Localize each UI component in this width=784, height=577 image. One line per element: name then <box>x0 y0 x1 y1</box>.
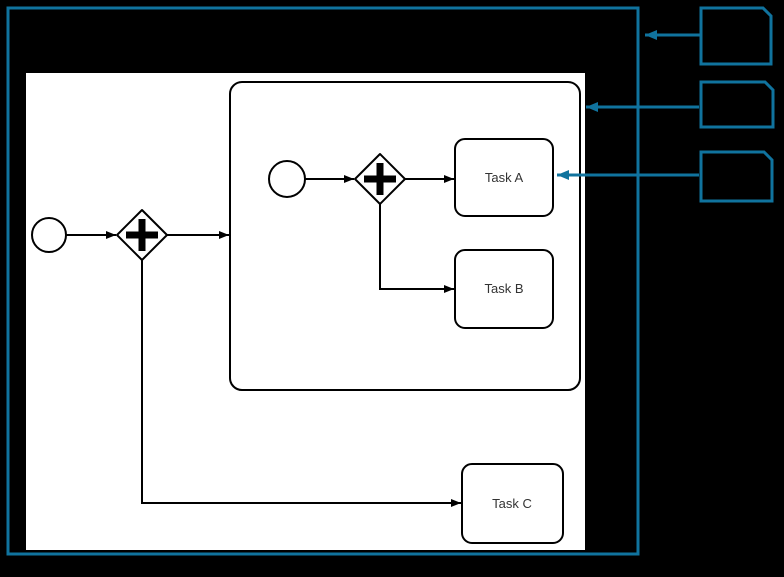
task-c <box>461 463 564 544</box>
annotation-card-bottom <box>699 150 774 203</box>
task-b-label: Task B <box>484 281 523 296</box>
plus-icon <box>126 219 158 251</box>
sequence-flow-gateway-to-task-c <box>141 260 461 507</box>
task-b <box>454 249 554 329</box>
subprocess <box>229 81 581 391</box>
task-a-label: Task A <box>485 170 524 185</box>
annotation-card-top <box>699 6 773 66</box>
start-event-outer <box>31 217 67 253</box>
task-c-label: Task C <box>492 496 532 511</box>
task-a <box>454 138 554 217</box>
annotation-card-middle <box>699 80 775 129</box>
sequence-flow-gateway-to-task-b <box>379 204 454 293</box>
start-event-inner <box>268 160 306 198</box>
plus-icon <box>364 163 396 195</box>
group-frame <box>6 6 640 556</box>
